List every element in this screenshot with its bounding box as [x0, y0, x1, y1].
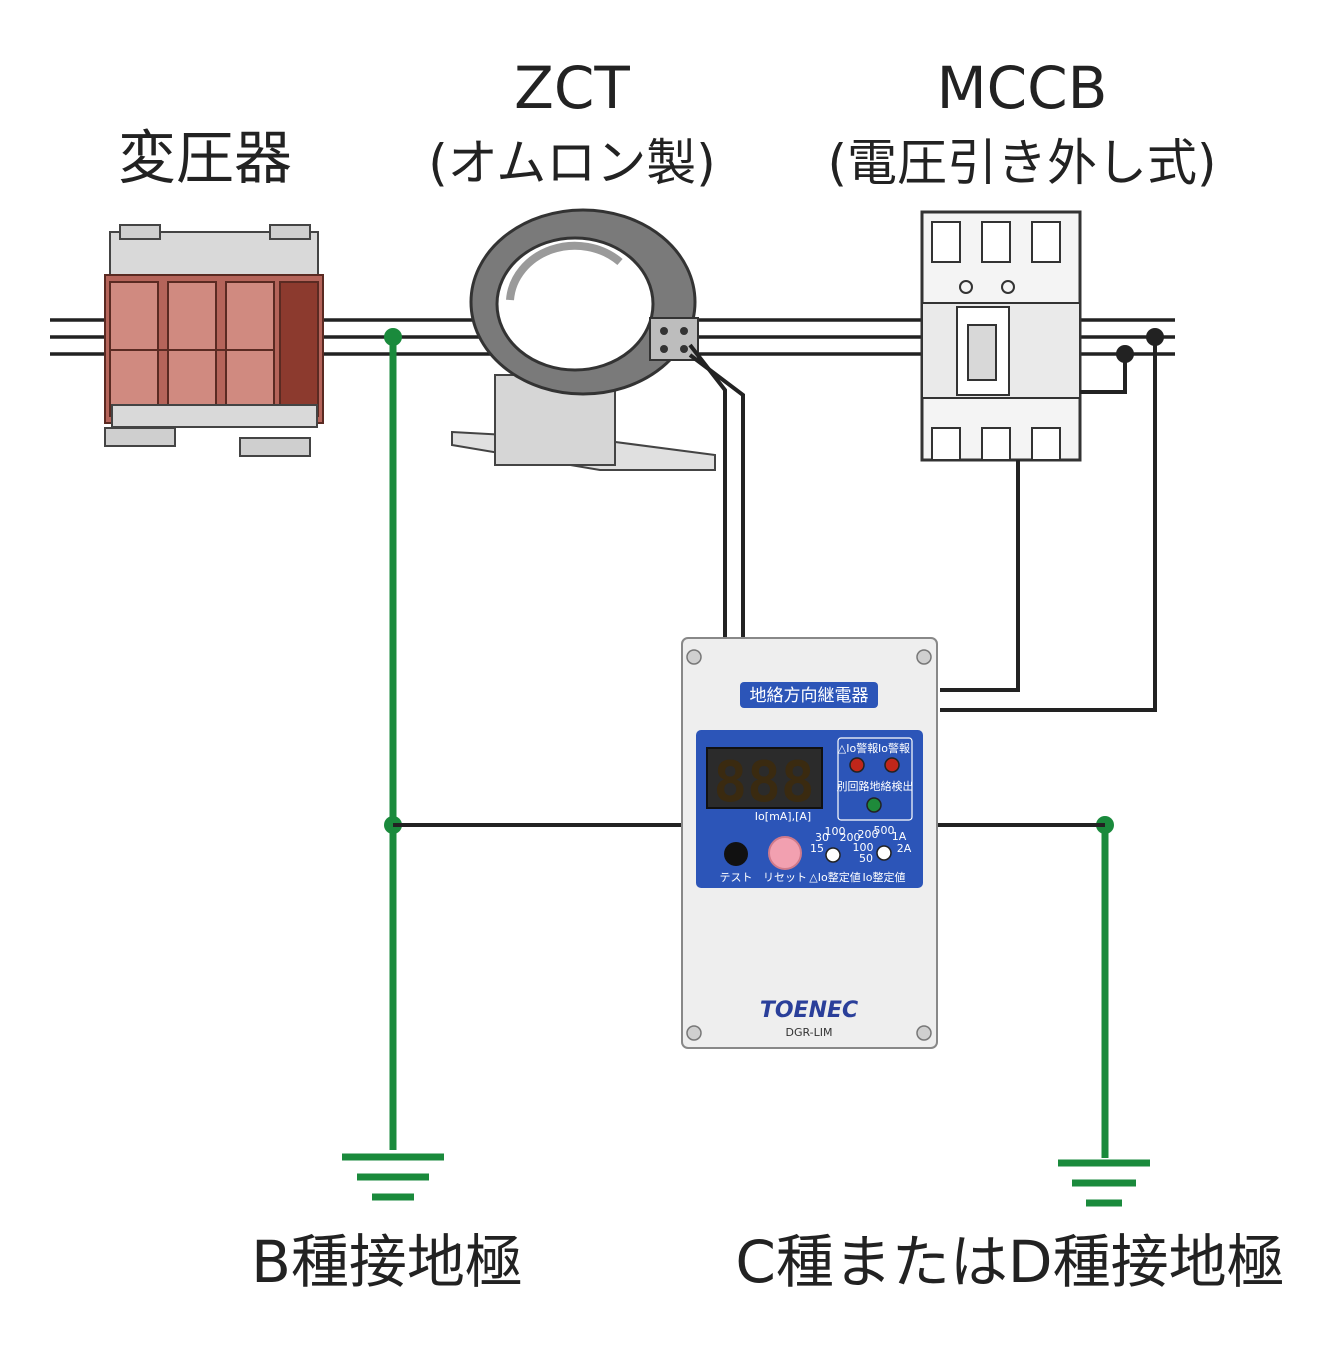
zct-maker-label: (オムロン製): [428, 134, 716, 192]
relay-title: 地絡方向継電器: [750, 686, 869, 706]
test-button[interactable]: [724, 842, 748, 866]
ground-fault-relay: 地絡方向継電器 888 Io[mA],[A] △Io警報 Io警報 別回路地絡検…: [681, 637, 938, 1049]
led-other-circuit-label: 別回路地絡検出: [837, 779, 914, 793]
io-alarm-led-icon: [884, 757, 900, 773]
digital-display: [706, 747, 823, 809]
relay-title-plate: [740, 682, 878, 708]
dial-delta-tick: 15: [810, 842, 824, 855]
reset-button[interactable]: [768, 836, 802, 870]
mccb: [920, 210, 1082, 462]
ground-cd-wire: [1058, 825, 1150, 1207]
led-delta-alarm-label: △Io警報: [838, 741, 878, 755]
mccb-wires: [940, 337, 1157, 712]
junction-dot: [1146, 328, 1164, 346]
led-io-alarm-label: Io警報: [878, 741, 910, 755]
dial-io-tick: 50: [859, 852, 873, 865]
display-unit: Io[mA],[A]: [755, 810, 811, 823]
transformer-label: 変圧器: [118, 124, 292, 192]
dial-delta-label: △Io整定値: [809, 870, 860, 884]
test-button-label: テスト: [720, 871, 753, 884]
ground-cd-label: C種またはD種接地極: [735, 1228, 1284, 1296]
dial-io-tick: 500: [874, 824, 895, 837]
zct-signal-wires: [688, 343, 745, 640]
zct: [451, 208, 716, 471]
dial-io-tick: 200: [858, 828, 879, 841]
junction-dot: [1116, 345, 1134, 363]
dial-io-tick: 2A: [897, 842, 912, 855]
dial-delta-tick: 200: [840, 831, 861, 844]
display-digits: 888: [713, 750, 814, 815]
delta-setting-dial[interactable]: [825, 847, 841, 863]
zct-name-label: ZCT: [514, 54, 630, 122]
junction-dot: [384, 328, 402, 346]
mccb-type-label: (電圧引き外し式): [827, 134, 1216, 192]
reset-button-label: リセット: [763, 871, 807, 884]
io-setting-dial[interactable]: [876, 845, 892, 861]
dial-io-label: Io整定値: [863, 870, 906, 884]
other-circuit-led-icon: [866, 797, 882, 813]
dial-delta-tick: 100: [825, 825, 846, 838]
ground-b-wire: [342, 337, 444, 1201]
transformer: [104, 224, 324, 457]
dial-io-tick: 1A: [892, 830, 907, 843]
brand-logo: TOENEC: [760, 998, 858, 1023]
mccb-name-label: MCCB: [937, 54, 1108, 122]
model-number: DGR-LIM: [785, 1026, 832, 1039]
ground-b-label: B種接地極: [251, 1228, 523, 1296]
dial-io-tick: 100: [853, 841, 874, 854]
dial-delta-tick: 30: [815, 831, 829, 844]
delta-alarm-led-icon: [849, 757, 865, 773]
